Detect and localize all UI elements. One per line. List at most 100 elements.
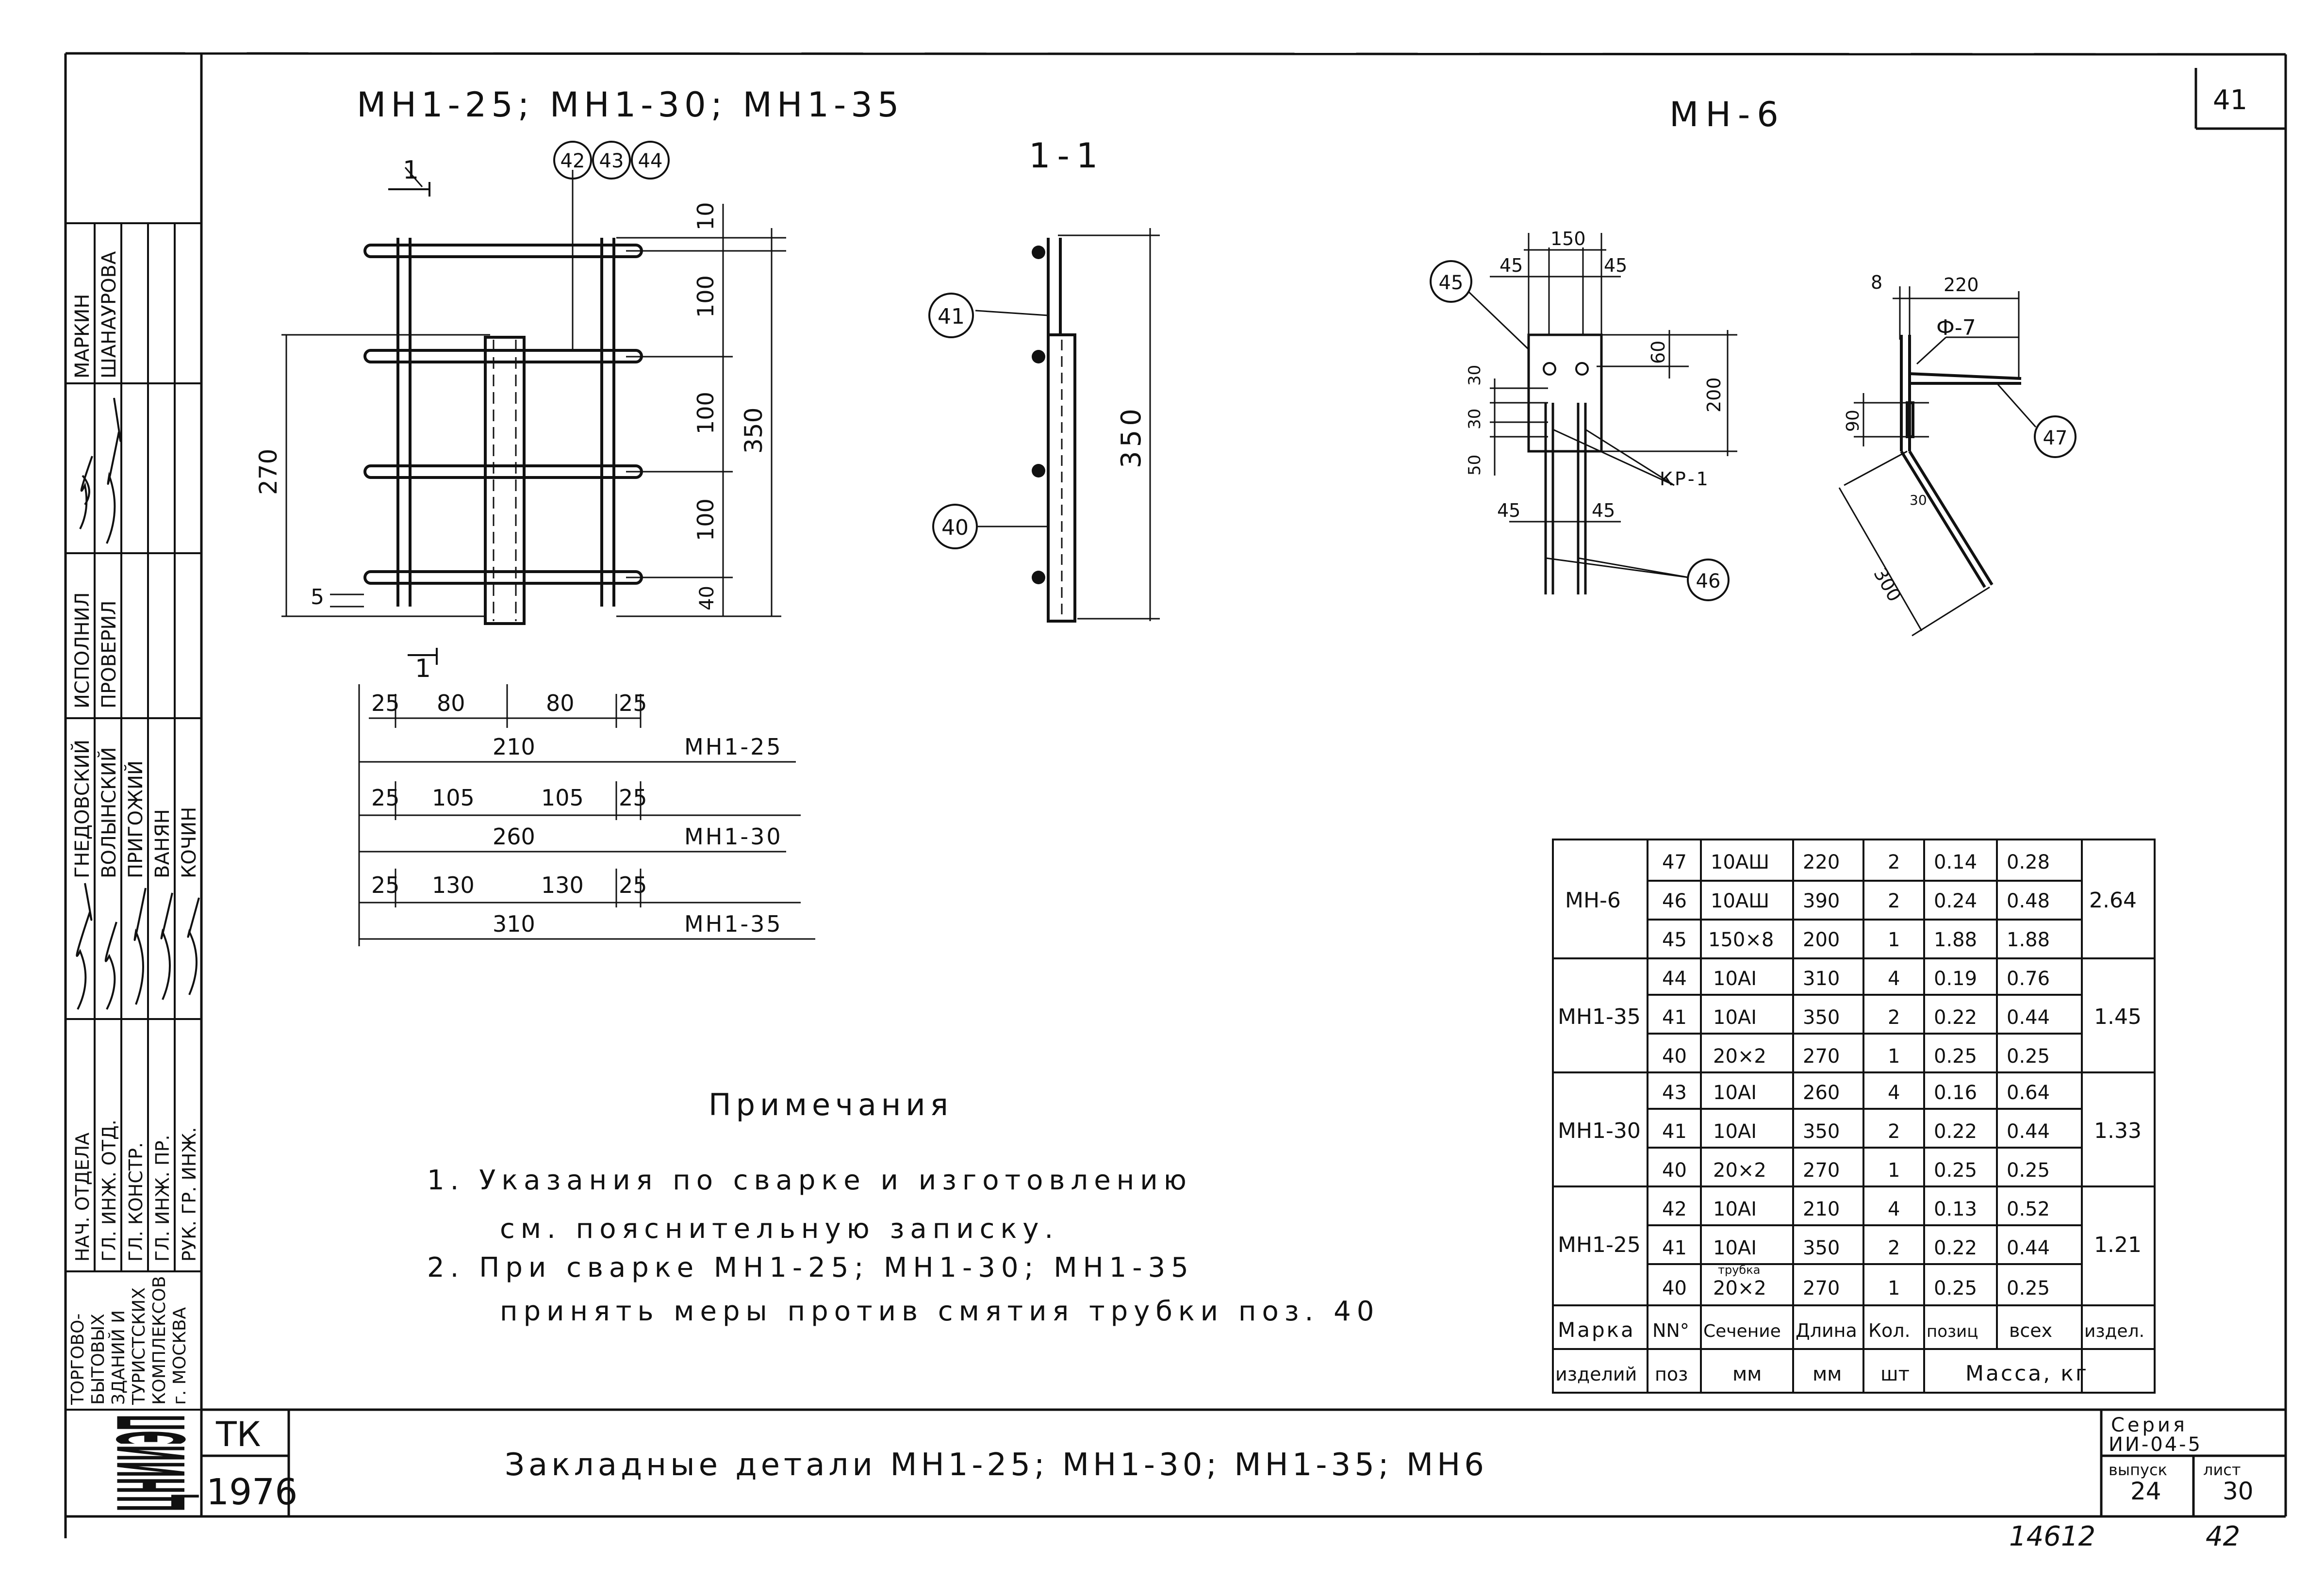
note-line-4: принять меры против смятия трубки поз. 4… <box>500 1296 1380 1327</box>
table-row: 270 <box>1803 1159 1840 1182</box>
section-mark-top: 1 <box>403 156 419 185</box>
mh1-30-total: 260 <box>493 823 535 850</box>
table-row: 10AШ <box>1711 890 1769 912</box>
mn6-side-dim-300: 300 <box>1869 564 1905 606</box>
series-label: Серия <box>2111 1414 2188 1436</box>
table-row: 200 <box>1803 929 1840 951</box>
table-row: 0.24 <box>1934 890 1977 912</box>
table-row: 310 <box>1803 968 1840 990</box>
group-mark-mn1-30: МН1-30 <box>1558 1119 1641 1143</box>
name-markin: МАРКИН <box>71 294 94 379</box>
dim-350-section: 350 <box>1116 405 1147 468</box>
table-row: 40 <box>1662 1045 1687 1068</box>
table-row: 350 <box>1803 1006 1840 1029</box>
table-row: 10AI <box>1713 968 1757 990</box>
drawing-name: Закладные детали МН1-25; МН1-30; МН1-35;… <box>505 1447 1488 1483</box>
table-row: 43 <box>1662 1082 1687 1104</box>
table-row: 210 <box>1803 1198 1840 1220</box>
dim-270-front: 270 <box>254 449 282 495</box>
table-row: 20×2 <box>1713 1045 1766 1068</box>
mn6-dim-45-br: 45 <box>1592 500 1615 521</box>
hdr-item-1: издел. <box>2084 1321 2144 1341</box>
mh1-25-d: 25 <box>619 690 647 716</box>
role-chief-engineer: ГЛ. ИНЖ. ОТД. <box>99 1119 120 1262</box>
mh1-30-mark: МН1-30 <box>684 823 783 850</box>
table-row: 0.25 <box>2007 1045 2050 1068</box>
table-row: 2 <box>1888 851 1900 873</box>
mh1-25-c: 80 <box>546 690 575 716</box>
mn6-dim-200: 200 <box>1703 377 1725 412</box>
table-row: 41 <box>1662 1237 1687 1259</box>
mn6-side-dim-220: 220 <box>1944 274 1979 296</box>
hdr-qty-1: Кол. <box>1868 1320 1911 1341</box>
section-mark-bottom: 1 <box>415 654 431 683</box>
hdr-mark-1: Марка <box>1558 1318 1635 1342</box>
table-row: 47 <box>1662 851 1687 873</box>
callout-44: 44 <box>638 150 663 172</box>
hdr-mark-2: изделий <box>1555 1364 1637 1385</box>
table-row: 40 <box>1662 1277 1687 1300</box>
name-vanyan: ВАНЯН <box>151 809 174 878</box>
table-row: 2 <box>1888 1120 1900 1143</box>
spec-table: МН-6 2.64 МН1-35 1.45 МН1-30 1.33 МН1-25… <box>1552 839 2156 1394</box>
sheet-frame <box>64 52 2287 1538</box>
mn6-dim-45-tl: 45 <box>1500 255 1523 276</box>
mh1-25-b: 80 <box>437 690 465 716</box>
table-row: 1 <box>1888 1159 1900 1182</box>
mn6-side-dim-90: 90 <box>1843 410 1863 432</box>
dim-100-a: 100 <box>692 275 719 318</box>
role-group-lead: РУК. ГР. ИНЖ. <box>179 1127 200 1262</box>
table-row: 46 <box>1662 890 1687 912</box>
hdr-pos-1: NN° <box>1652 1320 1689 1341</box>
sheet-value: 30 <box>2223 1477 2254 1505</box>
table-row: 0.28 <box>2007 851 2050 873</box>
dim-10: 10 <box>692 202 719 230</box>
table-row: 350 <box>1803 1237 1840 1259</box>
notes-heading: Примечания <box>709 1087 953 1122</box>
table-row: 0.64 <box>2007 1082 2050 1104</box>
group-mark-mn6: МН-6 <box>1565 888 1621 913</box>
table-row: 20×2 <box>1713 1159 1766 1182</box>
group-total-mn1-35: 1.45 <box>2094 1004 2142 1029</box>
table-row: 10AI <box>1713 1198 1757 1220</box>
table-row: 350 <box>1803 1120 1840 1143</box>
role-project-engineer: ГЛ. ИНЖ. ПР. <box>152 1135 173 1262</box>
hdr-section-1: Сечение <box>1703 1321 1781 1341</box>
table-row: 0.25 <box>2007 1277 2050 1300</box>
mh1-35-b: 130 <box>432 872 475 898</box>
org-line-4: ТУРИСТСКИХ <box>129 1287 149 1405</box>
dim-100-b: 100 <box>692 392 719 434</box>
dim-350-front: 350 <box>740 408 768 454</box>
name-volynsky: ВОЛЫНСКИЙ <box>97 747 120 878</box>
hdr-unit-1: позиц <box>1927 1322 1978 1341</box>
mh1-30-b: 105 <box>432 785 475 811</box>
table-row: 220 <box>1803 851 1840 873</box>
note-line-1: 1. Указания по сварке и изготовлению <box>427 1165 1192 1196</box>
hdr-qty-2: шт <box>1880 1363 1910 1385</box>
table-row: 40 <box>1662 1159 1687 1182</box>
callout-46: 46 <box>1696 570 1721 592</box>
table-row: 0.76 <box>2007 968 2050 990</box>
table-row: 0.16 <box>1934 1082 1977 1104</box>
hdr-mass: Масса, кг <box>1965 1361 2089 1386</box>
table-row: 0.48 <box>2007 890 2050 912</box>
org-line-3: ЗДАНИЙ И <box>108 1310 129 1405</box>
callout-43: 43 <box>599 150 624 172</box>
front-view-mn1: 1 1 10 100 100 100 40 350 270 5 <box>254 141 815 946</box>
hdr-section-2: мм <box>1732 1363 1762 1385</box>
table-row: 4 <box>1888 1198 1900 1220</box>
callout-42: 42 <box>560 150 585 172</box>
mh1-35-total: 310 <box>493 911 535 937</box>
table-row: 0.52 <box>2007 1198 2050 1220</box>
table-row: 2 <box>1888 1237 1900 1259</box>
table-row: 0.25 <box>2007 1159 2050 1182</box>
table-row: 390 <box>1803 890 1840 912</box>
mh1-30-d: 25 <box>619 785 647 811</box>
callout-47: 47 <box>2043 427 2068 449</box>
table-row: 150×8 <box>1708 929 1774 951</box>
mn6-dim-45-bl: 45 <box>1497 500 1520 521</box>
table-row: 10AI <box>1713 1006 1757 1029</box>
table-row: 270 <box>1803 1045 1840 1068</box>
table-row: 0.22 <box>1934 1006 1977 1029</box>
